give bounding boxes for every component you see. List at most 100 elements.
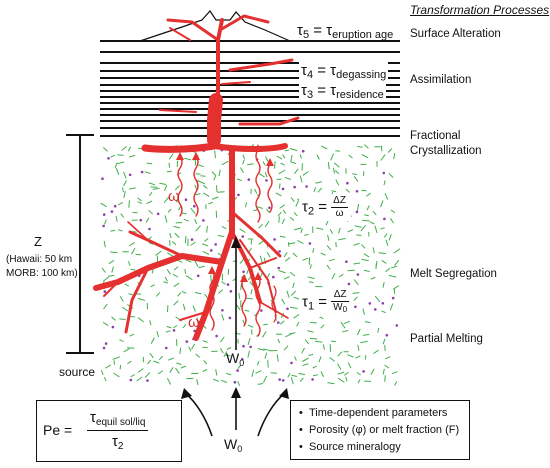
- olivine-grain: [176, 362, 182, 365]
- olivine-grain: [100, 202, 107, 208]
- olivine-grain: [202, 340, 208, 343]
- olivine-grain: [236, 178, 242, 182]
- olivine-grain: [320, 252, 326, 256]
- olivine-grain: [381, 259, 387, 264]
- olivine-grain: [264, 172, 268, 178]
- olivine-grain: [191, 343, 196, 350]
- garnet-grain: [355, 190, 359, 193]
- process-fractional: Fractional: [410, 130, 461, 142]
- garnet-grain: [228, 316, 232, 320]
- olivine-grain: [353, 262, 361, 265]
- olivine-grain: [331, 272, 336, 280]
- olivine-grain: [335, 150, 340, 152]
- olivine-grain: [250, 239, 253, 245]
- olivine-grain: [179, 347, 182, 355]
- garnet-grain: [346, 181, 349, 185]
- olivine-grain: [137, 317, 144, 323]
- parameter-list: Time-dependent parameters Porosity (φ) o…: [297, 405, 469, 456]
- tau4-rhs-subscript: degassing: [336, 69, 387, 81]
- olivine-grain: [173, 325, 178, 329]
- peclet-lhs: Pe =: [43, 422, 72, 438]
- olivine-grain: [166, 377, 172, 385]
- olivine-grain: [279, 235, 286, 238]
- olivine-grain: [144, 171, 151, 174]
- olivine-grain: [257, 206, 263, 209]
- olivine-grain: [284, 176, 291, 180]
- olivine-grain: [257, 383, 264, 385]
- olivine-grain: [355, 355, 361, 359]
- olivine-grain: [102, 146, 108, 152]
- olivine-grain: [353, 296, 358, 302]
- peclet-numerator: τequil sol/liq: [87, 409, 149, 431]
- olivine-grain: [281, 218, 286, 225]
- olivine-grain: [364, 144, 369, 149]
- olivine-grain: [316, 154, 320, 160]
- garnet-grain: [281, 187, 285, 191]
- garnet-grain: [215, 334, 218, 338]
- garnet-grain: [202, 219, 205, 222]
- olivine-grain: [384, 192, 389, 200]
- olivine-grain: [315, 181, 322, 184]
- olivine-grain: [334, 170, 340, 175]
- olivine-grain: [312, 248, 315, 253]
- olivine-grain: [247, 163, 254, 166]
- olivine-grain: [254, 188, 258, 194]
- olivine-grain: [195, 193, 201, 196]
- olivine-grain: [103, 376, 107, 382]
- olivine-grain: [218, 169, 221, 177]
- tau3-index: 3: [306, 89, 314, 101]
- garnet-grain: [277, 321, 280, 324]
- olivine-grain: [353, 176, 359, 182]
- garnet-grain: [249, 345, 252, 349]
- olivine-grain: [337, 377, 345, 383]
- garnet-grain: [395, 324, 399, 327]
- garnet-grain: [305, 185, 308, 188]
- olivine-grain: [121, 306, 129, 312]
- olivine-grain: [114, 162, 118, 168]
- olivine-grain: [383, 180, 386, 186]
- garnet-grain: [139, 218, 142, 222]
- olivine-grain: [201, 243, 209, 247]
- olivine-grain: [274, 161, 276, 169]
- olivine-grain: [283, 252, 288, 258]
- tau2-symbol: τ: [302, 198, 308, 216]
- olivine-grain: [389, 303, 394, 311]
- w0-upwelling-label: W0: [226, 350, 244, 368]
- tau1-den-main: W: [333, 302, 343, 313]
- olivine-grain: [137, 197, 142, 202]
- olivine-grain: [393, 248, 401, 254]
- tau2-index: 2: [307, 205, 315, 218]
- olivine-grain: [298, 373, 306, 375]
- olivine-grain: [384, 356, 391, 360]
- garnet-grain: [381, 302, 385, 305]
- olivine-grain: [195, 225, 201, 232]
- garnet-grain: [214, 243, 217, 246]
- olivine-grain: [277, 211, 282, 217]
- tau3-residence: τ3 = τresidence: [299, 82, 386, 101]
- garnet-grain: [368, 302, 372, 305]
- olivine-grain: [204, 238, 209, 242]
- tau1-denominator: W0: [331, 302, 349, 316]
- olivine-grain: [164, 276, 168, 282]
- olivine-grain: [258, 224, 263, 229]
- upwelling-arrow: [231, 236, 241, 350]
- olivine-grain: [165, 330, 171, 333]
- olivine-grain: [130, 374, 136, 378]
- olivine-grain: [137, 368, 144, 373]
- olivine-grain: [320, 324, 325, 329]
- tau4-index: 4: [306, 69, 314, 81]
- olivine-grain: [389, 218, 395, 224]
- olivine-grain: [127, 360, 132, 365]
- olivine-grain: [122, 187, 124, 193]
- olivine-grain: [266, 208, 271, 214]
- olivine-grain: [354, 225, 362, 228]
- olivine-grain: [384, 375, 386, 382]
- olivine-grain: [181, 290, 187, 294]
- tau1-index: 1: [307, 300, 315, 313]
- olivine-grain: [310, 321, 317, 324]
- olivine-grain: [137, 201, 143, 205]
- olivine-grain: [105, 364, 112, 369]
- olivine-grain: [259, 255, 263, 263]
- garnet-grain: [242, 344, 245, 348]
